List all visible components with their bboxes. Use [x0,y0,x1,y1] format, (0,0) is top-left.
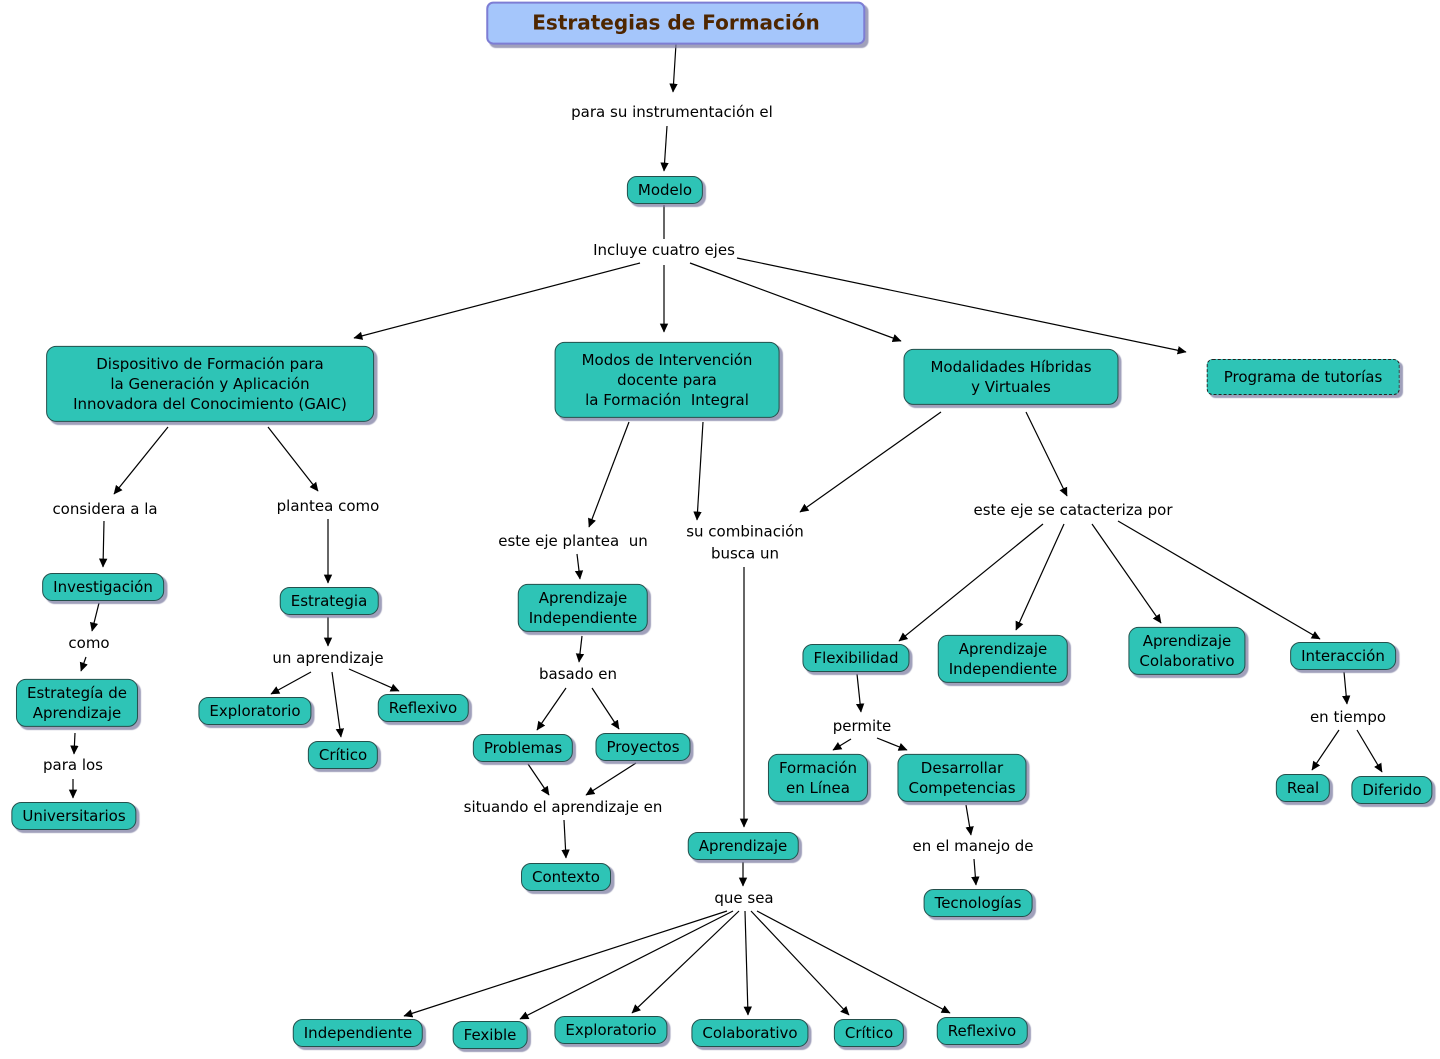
arrow-line [743,910,752,1016]
label-situando-aprendizaje: situando el aprendizaje en [463,798,663,817]
arrow-line [898,523,1044,642]
arrow-line [98,520,108,568]
arrow-line [79,656,88,672]
arrow-line [591,687,620,730]
node-fexible-bottom[interactable]: Fexible [452,1020,528,1050]
node-critico-1[interactable]: Crítico [307,740,379,770]
label-basado-en: basado en [539,665,617,684]
node-modalidades-hibridas[interactable]: Modalidades Híbridas y Virtuales [903,348,1119,406]
arrow-line [689,262,902,343]
label-que-sea: que sea [714,889,774,908]
arrow-line [832,738,852,751]
arrow-line [1015,523,1065,631]
arrow-line [750,910,850,1016]
arrow-line [693,421,704,521]
arrow-line [799,411,942,513]
arrow-line [267,426,319,492]
label-en-el-manejo-de: en el manejo de [912,837,1034,856]
node-reflexivo-1[interactable]: Reflexivo [377,693,469,723]
arrow-line [1117,520,1321,640]
node-real[interactable]: Real [1275,773,1331,803]
arrow-line [585,762,637,796]
arrow-line [631,910,740,1014]
arrow-line [574,553,584,580]
node-aprendizaje-independiente-2[interactable]: Aprendizaje Independiente [937,634,1069,684]
label-en-tiempo: en tiempo [1309,708,1387,727]
arrow-line [1025,411,1068,497]
label-para-instrumentacion: para su instrumentación el [571,103,773,122]
arrow-line [1342,671,1351,705]
label-considera-a-la: considera a la [52,500,158,519]
node-reflexivo-bottom[interactable]: Reflexivo [936,1016,1028,1046]
label-incluye-cuatro-ejes: Incluye cuatro ejes [593,241,735,260]
node-gaic[interactable]: Dispositivo de Formación para la Generac… [46,345,374,423]
node-aprendizaje-colaborativo[interactable]: Aprendizaje Colaborativo [1128,626,1246,676]
arrow-line [331,671,345,738]
label-su-combinacion: su combinación busca un [686,522,804,562]
node-aprendizaje[interactable]: Aprendizaje [687,831,799,861]
arrow-line [353,262,641,340]
arrow-line [669,43,678,93]
node-universitarios[interactable]: Universitarios [11,801,137,831]
node-estrategia-aprendizaje[interactable]: Estrategía de Aprendizaje [15,678,139,728]
node-programa-tutorias[interactable]: Programa de tutorías [1206,358,1400,396]
arrow-line [113,426,169,495]
node-investigacion[interactable]: Investigación [42,572,164,602]
label-como: como [68,634,110,653]
node-diferido[interactable]: Diferido [1351,775,1433,805]
arrow-line [1311,729,1340,771]
arrow-line [588,421,630,528]
label-para-los: para los [43,756,103,775]
map-title[interactable]: Estrategias de Formación [486,1,866,45]
node-modelo[interactable]: Modelo [626,175,704,205]
node-interaccion[interactable]: Interacción [1290,641,1396,671]
arrow-line [965,804,974,836]
node-aprendizaje-independiente-1[interactable]: Aprendizaje Independiente [517,583,649,633]
arrow-line [876,737,908,751]
label-un-aprendizaje: un aprendizaje [272,649,384,668]
label-este-eje-plantea: este eje plantea un [498,532,648,551]
node-flexibilidad[interactable]: Flexibilidad [802,643,910,673]
node-critico-bottom[interactable]: Crítico [833,1018,905,1048]
arrow-line [855,673,865,713]
arrow-line [971,858,980,886]
node-exploratorio-bottom[interactable]: Exploratorio [554,1015,668,1045]
arrow-line [660,125,669,172]
arrow-line [536,687,567,731]
arrow-line [403,910,728,1018]
label-permite: permite [832,717,892,736]
arrow-line [527,763,550,796]
arrow-line [348,668,400,692]
arrow-line [270,671,312,695]
node-estrategia[interactable]: Estrategia [279,586,379,616]
node-contexto[interactable]: Contexto [521,862,611,892]
node-formacion-en-linea[interactable]: Formación en Línea [767,753,869,803]
arrow-line [575,635,585,663]
arrow-line [1091,523,1162,624]
arrow-line [756,910,951,1014]
arrow-line [89,602,100,632]
node-proyectos[interactable]: Proyectos [595,732,691,762]
node-exploratorio-1[interactable]: Exploratorio [198,696,312,726]
arrow-line [519,910,734,1020]
label-este-eje-caracteriza: este eje se catacteriza por [973,501,1173,520]
node-modos-intervencion[interactable]: Modos de Intervención docente para la Fo… [554,341,780,419]
label-plantea-como: plantea como [276,497,380,516]
arrow-line [561,819,570,859]
arrow-line [1356,729,1383,773]
node-desarrollar-competencias[interactable]: Desarrollar Competencias [897,753,1027,803]
node-problemas[interactable]: Problemas [472,733,574,763]
node-independiente-bottom[interactable]: Independiente [292,1018,424,1048]
node-colaborativo-bottom[interactable]: Colaborativo [691,1018,809,1048]
arrow-line [70,732,79,755]
arrow-line [736,257,1187,355]
node-tecnologias[interactable]: Tecnologías [923,888,1033,918]
